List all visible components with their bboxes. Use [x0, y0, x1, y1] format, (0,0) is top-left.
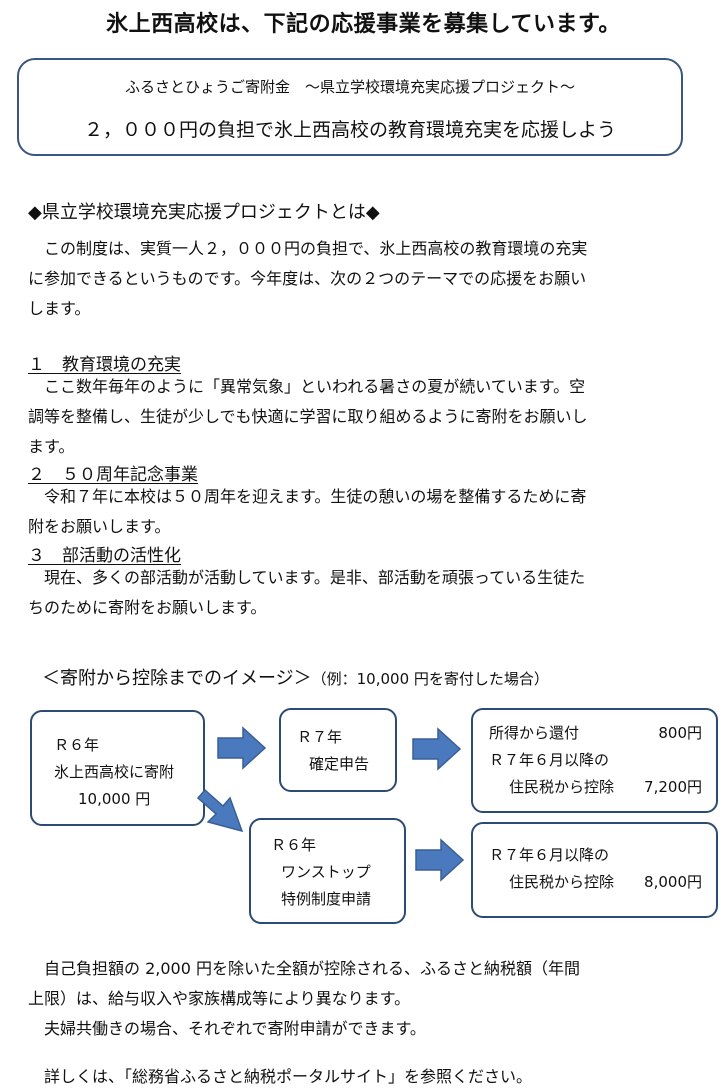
- resident-tax-amount: 7,200円: [644, 778, 702, 796]
- onestop-label: 特例制度申請: [281, 890, 372, 908]
- refund-result-box: 所得から還付 800円 Ｒ７年６月以降の 住民税から控除 7,200円: [471, 708, 718, 813]
- one-stop-box: Ｒ６年 ワンストップ 特例制度申請: [249, 818, 406, 924]
- about-line: します。: [28, 299, 91, 318]
- filing-year: Ｒ７年: [297, 728, 343, 746]
- diagram-title: ＜寄附から控除までのイメージ＞（例：10,000 円を寄付した場合）: [42, 664, 549, 690]
- theme-line: ちのために寄附をお願いします。: [28, 598, 267, 617]
- theme-line: 令和７年に本校は５０周年を迎えます。生徒の憩いの場を整備するために寄: [28, 487, 587, 506]
- footer-notes: 自己負担額の 2,000 円を除いた全額が控除される、ふるさと納税額（年間 上限…: [28, 954, 708, 1044]
- tax-filing-box: Ｒ７年 確定申告: [279, 708, 397, 792]
- diagram-title-text: ＜寄附から控除までのイメージ＞: [42, 668, 312, 689]
- arrow-right-icon: [415, 838, 465, 882]
- arrow-down-right-icon: [196, 788, 244, 833]
- resident-tax-row: 住民税から控除 7,200円: [489, 774, 702, 801]
- portal-reference: 詳しくは、「総務省ふるさと納税ポータルサイト」を参照ください。: [28, 1067, 533, 1086]
- resident-tax-label: 住民税から控除: [509, 873, 615, 891]
- about-line: この制度は、実質一人２，０００円の負担で、氷上西高校の教育環境の充実: [28, 239, 588, 258]
- income-refund-row: 所得から還付 800円: [489, 720, 702, 747]
- donation-box: Ｒ６年 氷上西高校に寄附 10,000 円: [30, 710, 205, 826]
- theme-heading-2: ２ ５０周年記念事業: [28, 465, 198, 485]
- donation-amount: 10,000 円: [78, 790, 151, 808]
- theme-line: 現在、多くの部活動が活動しています。是非、部活動を頑張っている生徒た: [28, 568, 586, 587]
- onestop-result-box: Ｒ７年６月以降の 住民税から控除 8,000円: [471, 822, 718, 918]
- theme-heading-1: １ 教育環境の充実: [28, 355, 181, 375]
- banner-subtitle: ふるさとひょうご寄附金 ～県立学校環境充実応援プロジェクト～: [124, 78, 575, 96]
- about-line: に参加できるというものです。今年度は、次の２つのテーマでの応援をお願い: [28, 269, 587, 288]
- theme-heading-3: ３ 部活動の活性化: [28, 546, 181, 566]
- section-heading-about: ◆県立学校環境充実応援プロジェクトとは◆: [28, 202, 380, 223]
- arrow-right-icon: [412, 727, 462, 771]
- theme-line: ここ数年毎年のように「異常気象」といわれる暑さの夏が続いています。空: [28, 377, 586, 396]
- theme-paragraph-1: ここ数年毎年のように「異常気象」といわれる暑さの夏が続いています。空 調等を整備…: [28, 372, 688, 462]
- theme-line: ます。: [28, 437, 75, 456]
- filing-label: 確定申告: [309, 755, 370, 773]
- footer-line: 自己負担額の 2,000 円を除いた全額が控除される、ふるさと納税額（年間: [28, 959, 580, 978]
- resident-tax-period: Ｒ７年６月以降の: [489, 846, 610, 864]
- theme-paragraph-3: 現在、多くの部活動が活動しています。是非、部活動を頑張っている生徒た ちのために…: [28, 563, 688, 623]
- onestop-year: Ｒ６年: [271, 836, 317, 854]
- banner-headline: ２，０００円の負担で氷上西高校の教育環境充実を応援しよう: [83, 119, 616, 141]
- page-title: 氷上西高校は、下記の応援事業を募集しています。: [106, 12, 621, 37]
- resident-tax-period: Ｒ７年６月以降の: [489, 751, 610, 769]
- income-refund-amount: 800円: [658, 724, 702, 742]
- theme-line: 調等を整備し、生徒が少しでも快適に学習に取り組めるように寄附をお願いし: [28, 407, 588, 426]
- resident-tax-label: 住民税から控除: [509, 778, 615, 796]
- diagram-example-text: （例：10,000 円を寄付した場合）: [311, 670, 549, 688]
- campaign-banner: ふるさとひょうご寄附金 ～県立学校環境充実応援プロジェクト～ ２，０００円の負担…: [17, 58, 683, 156]
- donation-target: 氷上西高校に寄附: [54, 763, 175, 781]
- onestop-label: ワンストップ: [281, 863, 371, 881]
- about-paragraph: この制度は、実質一人２，０００円の負担で、氷上西高校の教育環境の充実 に参加でき…: [28, 234, 688, 324]
- arrow-right-icon: [217, 726, 267, 770]
- resident-tax-row: 住民税から控除 8,000円: [489, 869, 702, 896]
- theme-paragraph-2: 令和７年に本校は５０周年を迎えます。生徒の憩いの場を整備するために寄 附をお願い…: [28, 482, 688, 542]
- theme-line: 附をお願いします。: [28, 517, 171, 536]
- donation-year: Ｒ６年: [54, 736, 100, 754]
- footer-line: 夫婦共働きの場合、それぞれで寄附申請ができます。: [28, 1019, 426, 1038]
- footer-line: 上限）は、給与収入や家族構成等により異なります。: [28, 989, 411, 1008]
- resident-tax-amount: 8,000円: [644, 873, 702, 891]
- income-refund-label: 所得から還付: [489, 724, 580, 742]
